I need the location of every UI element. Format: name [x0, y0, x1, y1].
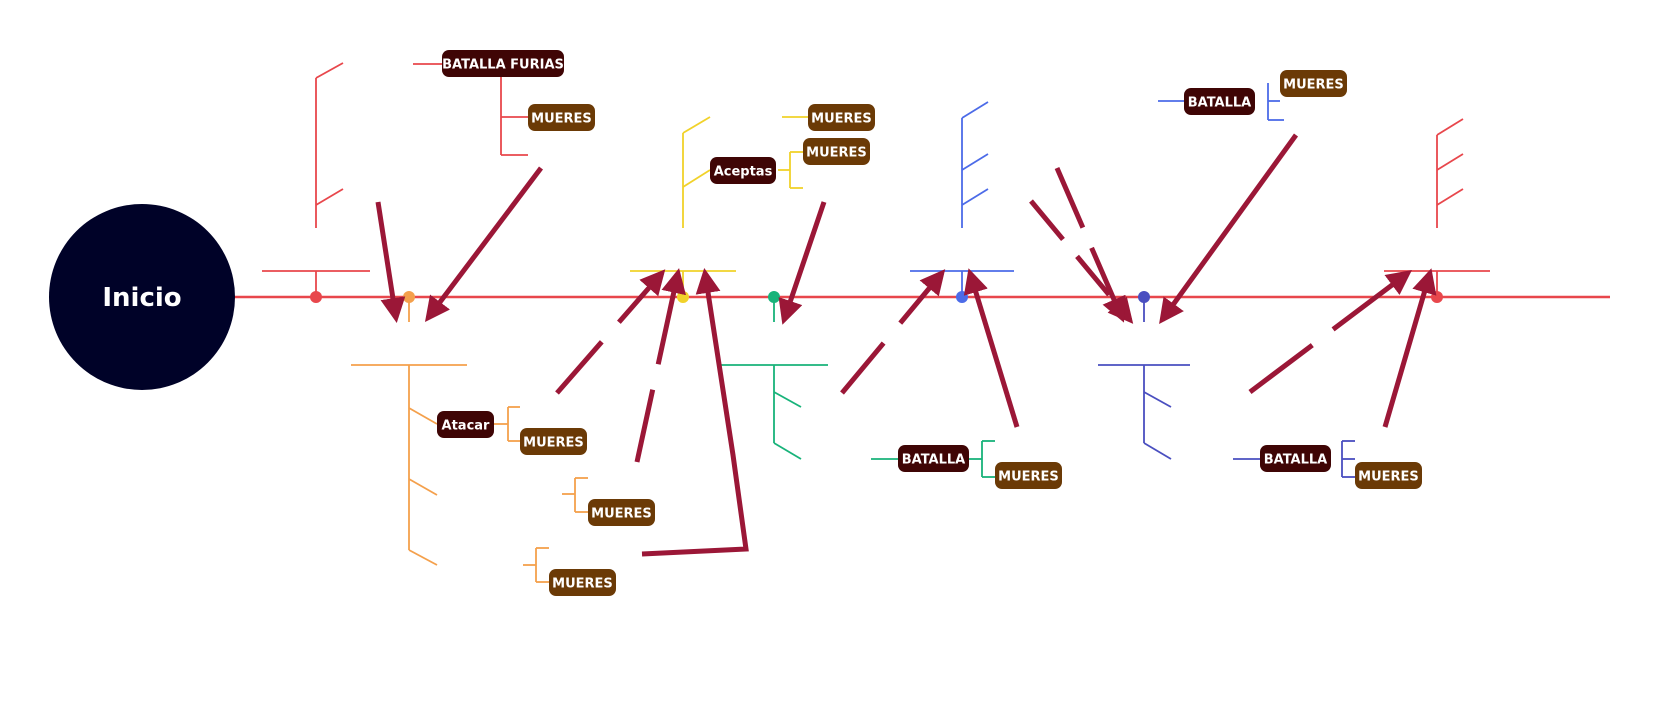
- arrow-batalla-right-to-red2: [1382, 268, 1437, 428]
- start-node[interactable]: Inicio: [49, 204, 235, 390]
- tag-atacar[interactable]: Atacar: [437, 411, 494, 438]
- tag-mueres-4[interactable]: MUERES: [1280, 70, 1347, 97]
- tag-label: BATALLA: [902, 453, 966, 468]
- tag-background: [808, 104, 875, 131]
- tag-batalla-furias[interactable]: BATALLA FURIAS: [442, 50, 564, 77]
- tag-batalla-top[interactable]: BATALLA: [1184, 88, 1255, 115]
- arrow-blue-to-indigo-a: [1029, 199, 1134, 324]
- tag-background: [898, 445, 969, 472]
- arrow-atacar-to-yellow: [555, 269, 666, 395]
- arrow-mueres7-to-yellow: [641, 268, 749, 557]
- tag-mueres-5[interactable]: MUERES: [520, 428, 587, 455]
- tag-mueres-2[interactable]: MUERES: [808, 104, 875, 131]
- tag-label: BATALLA: [1264, 453, 1328, 468]
- spine-dot-indigo[interactable]: [1138, 291, 1150, 303]
- arrow-to-orange-b: [424, 166, 543, 322]
- tag-label: MUERES: [811, 112, 872, 127]
- arrow-to-orange-a: [375, 201, 406, 323]
- arrow-batalla-top-to-indigo: [1159, 133, 1299, 325]
- arrow-mueres6-to-yellow: [634, 268, 686, 463]
- tags-layer: BATALLA FURIASMUERESAceptasMUERESMUERESB…: [437, 50, 1422, 596]
- spine-dot-yellow[interactable]: [677, 291, 689, 303]
- tag-mueres-3[interactable]: MUERES: [803, 138, 870, 165]
- tag-label: BATALLA: [1188, 96, 1252, 111]
- tag-batalla-mid[interactable]: BATALLA: [898, 445, 969, 472]
- tag-batalla-right[interactable]: BATALLA: [1260, 445, 1331, 472]
- tag-label: MUERES: [1358, 470, 1419, 485]
- tag-mueres-8[interactable]: MUERES: [995, 462, 1062, 489]
- start-circle: [49, 204, 235, 390]
- tag-label: MUERES: [591, 507, 652, 522]
- tag-label: Atacar: [442, 419, 491, 434]
- tag-background: [528, 104, 595, 131]
- spine-dot-green[interactable]: [768, 291, 780, 303]
- tag-label: MUERES: [531, 112, 592, 127]
- tag-background: [1280, 70, 1347, 97]
- tag-background: [1184, 88, 1255, 115]
- branch-indigo: [1098, 297, 1355, 478]
- branch-orange: [351, 297, 588, 583]
- tag-label: Aceptas: [714, 165, 773, 180]
- tag-background: [1355, 462, 1422, 489]
- arrow-green-to-blue: [840, 269, 946, 395]
- tag-label: MUERES: [523, 436, 584, 451]
- tag-background: [995, 462, 1062, 489]
- branch-green: [720, 297, 995, 478]
- arrows: [375, 133, 1437, 557]
- tag-label: MUERES: [552, 577, 613, 592]
- tag-background: [437, 411, 494, 438]
- tag-background: [520, 428, 587, 455]
- tag-aceptas[interactable]: Aceptas: [710, 157, 776, 184]
- tag-mueres-6[interactable]: MUERES: [588, 499, 655, 526]
- tag-mueres-1[interactable]: MUERES: [528, 104, 595, 131]
- tag-mueres-7[interactable]: MUERES: [549, 569, 616, 596]
- branch-red-2: [1384, 118, 1490, 297]
- spine-dot-blue[interactable]: [956, 291, 968, 303]
- tag-background: [710, 157, 776, 184]
- spine-dot-red-1[interactable]: [310, 291, 322, 303]
- tag-label: BATALLA FURIAS: [442, 58, 564, 73]
- spine-dot-red-2[interactable]: [1431, 291, 1443, 303]
- tag-label: MUERES: [998, 470, 1059, 485]
- start-label: Inicio: [102, 283, 181, 313]
- arrow-blue-to-indigo-b: [1054, 167, 1126, 323]
- tag-background: [803, 138, 870, 165]
- tag-mueres-9[interactable]: MUERES: [1355, 462, 1422, 489]
- tag-background: [1260, 445, 1331, 472]
- tag-label: MUERES: [806, 146, 867, 161]
- branch-red-1: [262, 62, 528, 297]
- arrow-aceptas-to-green: [778, 201, 827, 325]
- branch-yellow: [630, 116, 808, 297]
- tag-label: MUERES: [1283, 78, 1344, 93]
- arrow-indigo-to-red2: [1248, 269, 1412, 394]
- spine-dot-orange[interactable]: [403, 291, 415, 303]
- tag-background: [588, 499, 655, 526]
- arrow-batalla-mid-to-blue: [963, 268, 1020, 428]
- tag-background: [442, 50, 564, 77]
- tag-background: [549, 569, 616, 596]
